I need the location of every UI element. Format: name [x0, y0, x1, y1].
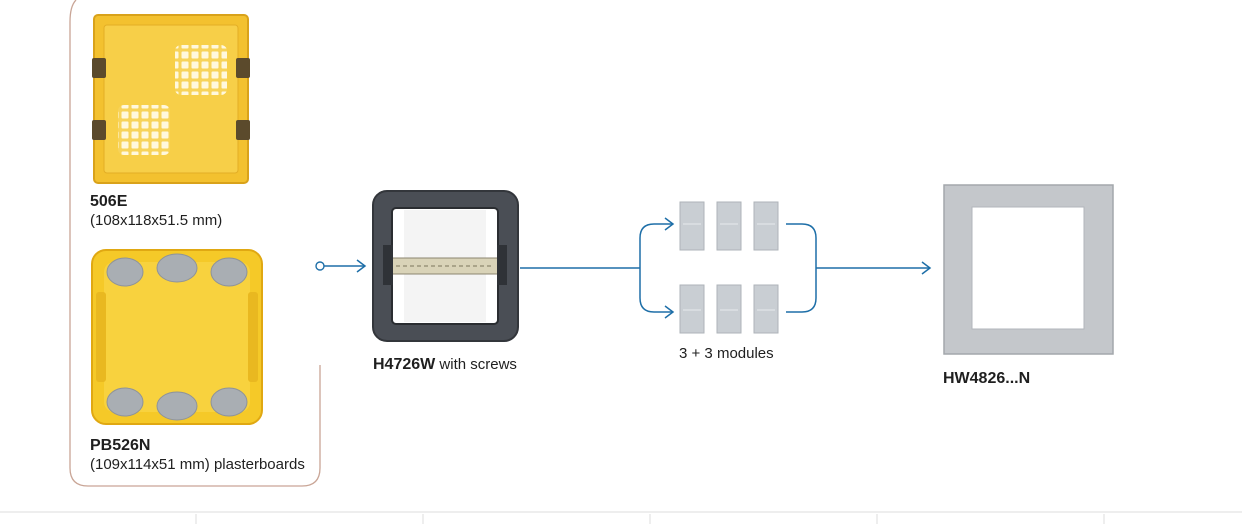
modules-image [679, 201, 779, 334]
box-pb526n-dims: (109x114x51 mm) plasterboards [90, 456, 305, 473]
box-pb526n-code: PB526N [90, 437, 151, 454]
box-506e-image [92, 14, 250, 184]
frame-h4726w-image [372, 190, 519, 342]
frame-code: H4726W [373, 356, 436, 373]
arrow-boxes-to-frame [315, 259, 367, 273]
box-506e-code: 506E [90, 193, 128, 210]
modules-label-text: 3 + 3 modules [679, 345, 774, 362]
arrow-modules-to-plate [786, 223, 932, 313]
box-pb526n-image [91, 249, 263, 425]
box-506e-dims: (108x118x51.5 mm) [90, 212, 223, 229]
plate-hw4826n-image [943, 184, 1114, 355]
box-pb526n-label: PB526N (109x114x51 mm) plasterboards [90, 436, 305, 474]
frame-suffix: with screws [439, 356, 517, 373]
group-bracket [69, 0, 321, 487]
arrow-frame-to-modules [520, 217, 675, 319]
modules-label: 3 + 3 modules [679, 344, 774, 363]
plate-label: HW4826...N [943, 369, 1030, 388]
frame-label: H4726W with screws [373, 355, 517, 374]
plate-code: HW4826...N [943, 370, 1031, 387]
box-506e-label: 506E (108x118x51.5 mm) [90, 192, 222, 230]
